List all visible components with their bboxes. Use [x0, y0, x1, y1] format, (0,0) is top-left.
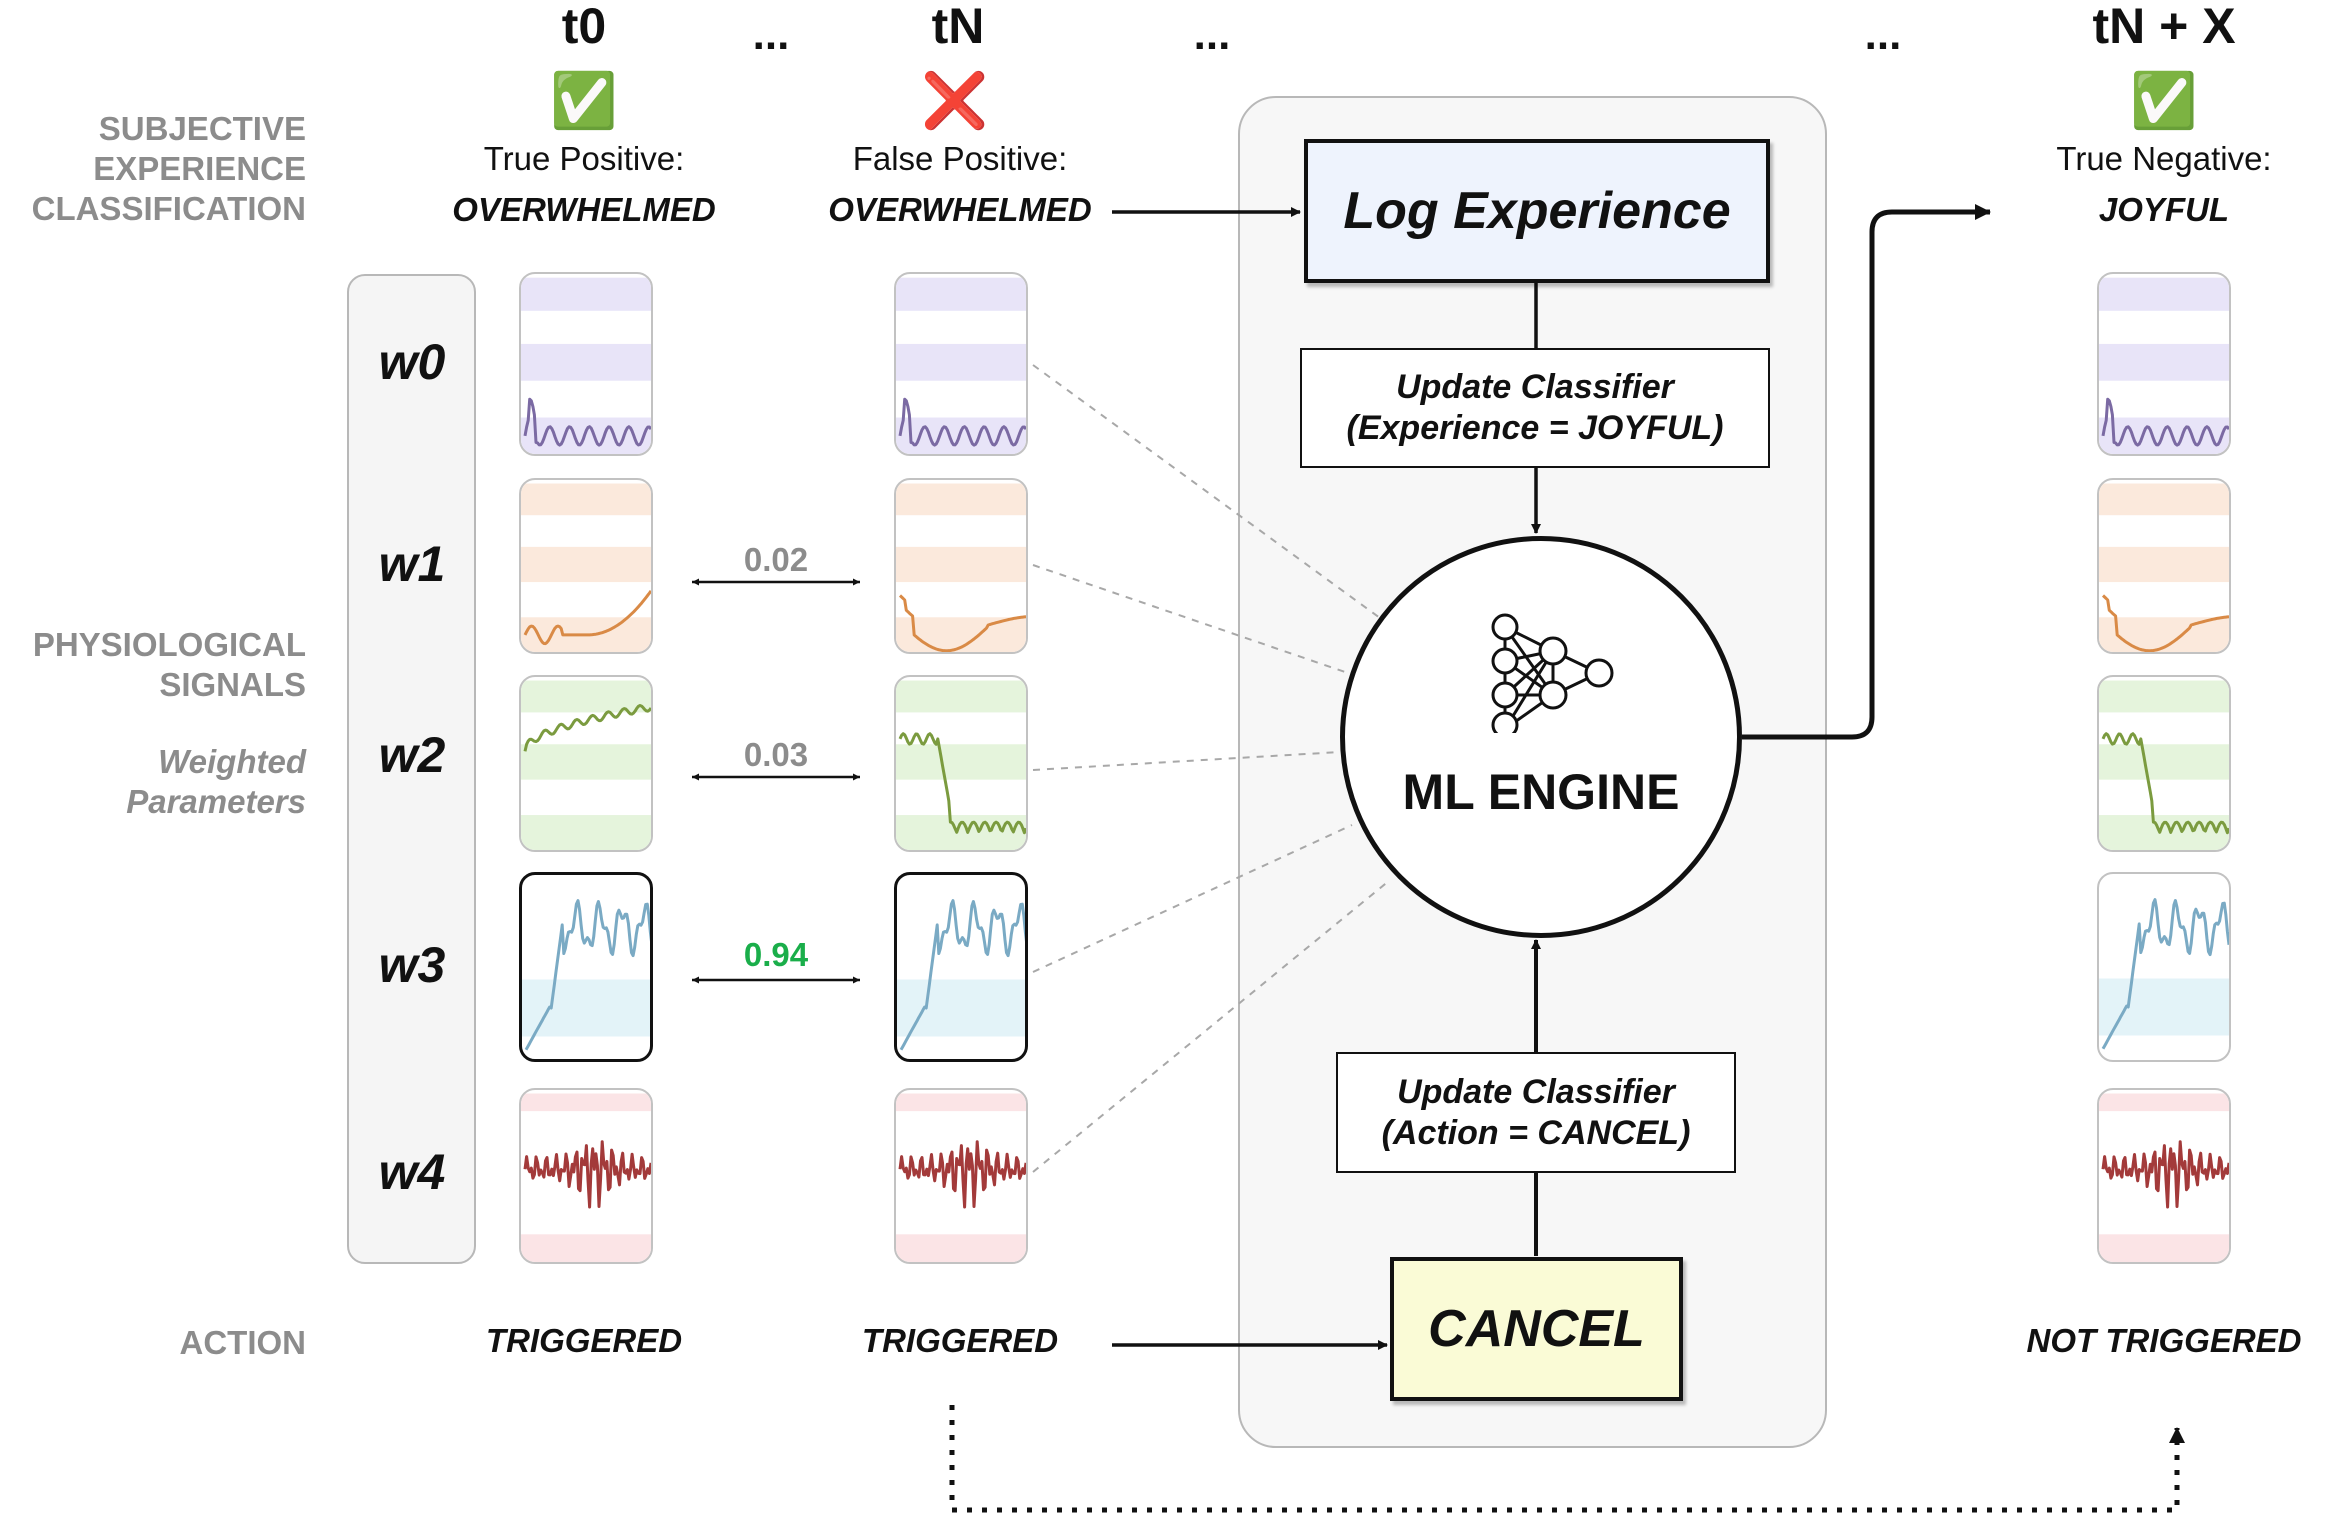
classification-value-t0: OVERWHELMED: [452, 191, 716, 228]
time-label-t0: t0: [561, 0, 607, 54]
log-experience-box: Log Experience: [1304, 139, 1770, 283]
neural-network-icon: [1491, 613, 1614, 733]
feedback-loop-arrow: [949, 1405, 2185, 1513]
row-label-action: ACTION: [179, 1324, 307, 1361]
update-classifier-action-line-1: Update Classifier: [1397, 1072, 1675, 1111]
signal-thumbnail-tNX-w4: [2097, 1088, 2231, 1264]
signal-thumbnail-tNX-w0: [2097, 272, 2231, 456]
signal-thumbnail-tN-w2: [894, 675, 1028, 852]
classification-label-tNX: True Negative:: [2056, 140, 2272, 177]
update-classifier-experience-line-2: (Experience = JOYFUL): [1346, 409, 1724, 447]
cross-icon: ❌: [921, 71, 989, 131]
signal-thumbnail-tN-w0: [894, 272, 1028, 456]
ml-engine-circle: ML ENGINE: [1340, 536, 1742, 938]
signal-thumbnail-tN-w4: [894, 1088, 1028, 1264]
ellipsis-1: ...: [752, 10, 790, 59]
signal-thumbnail-t0-w4: [519, 1088, 653, 1264]
update-classifier-experience-box: Update Classifier (Experience = JOYFUL): [1300, 348, 1770, 468]
row-label-physio-2: SIGNALS: [159, 666, 306, 703]
signal-thumbnail-tN-w1: [894, 478, 1028, 654]
ml-engine-label: ML ENGINE: [1402, 764, 1680, 820]
signal-thumbnail-tNX-w3: [2097, 872, 2231, 1062]
action-value-tNX: NOT TRIGGERED: [2026, 1322, 2302, 1359]
signal-thumbnail-tNX-w2: [2097, 675, 2231, 852]
weight-label-w3: w3: [378, 937, 446, 993]
update-classifier-experience-line-1: Update Classifier: [1396, 368, 1674, 407]
weight-label-w4: w4: [378, 1144, 446, 1200]
weight-panel: [347, 274, 476, 1264]
update-classifier-action-box: Update Classifier (Action = CANCEL): [1336, 1052, 1736, 1173]
row-label-physio-1: PHYSIOLOGICAL: [32, 626, 306, 663]
signal-thumbnail-t0-w3: [519, 872, 653, 1062]
check-icon: ✅: [2130, 71, 2198, 131]
classification-value-tN: OVERWHELMED: [828, 191, 1092, 228]
action-value-tN: TRIGGERED: [861, 1322, 1059, 1359]
update-classifier-action-line-2: (Action = CANCEL): [1381, 1113, 1691, 1152]
classification-label-t0: True Positive:: [483, 140, 685, 177]
ellipsis-2: ...: [1193, 10, 1231, 59]
weight-value-w3: 0.94: [743, 936, 809, 973]
row-label-weighted-1: Weighted: [158, 743, 306, 780]
time-label-tN: tN: [931, 0, 985, 54]
signal-thumbnail-tNX-w1: [2097, 478, 2231, 654]
row-label-subjective-3: CLASSIFICATION: [31, 190, 306, 227]
signal-thumbnail-tN-w3: [894, 872, 1028, 1062]
signal-link-lines: [1032, 364, 1391, 1173]
check-icon: ✅: [550, 71, 618, 131]
weight-label-w2: w2: [378, 727, 446, 783]
time-label-tNX: tN + X: [2092, 0, 2236, 54]
weight-value-w1: 0.02: [743, 541, 809, 578]
weight-value-w2: 0.03: [743, 736, 809, 773]
action-value-t0: TRIGGERED: [485, 1322, 683, 1359]
signal-thumbnail-t0-w1: [519, 478, 653, 654]
row-label-subjective-2: EXPERIENCE: [93, 150, 306, 187]
classification-label-tN: False Positive:: [852, 140, 1068, 177]
ellipsis-3: ...: [1864, 10, 1902, 59]
signal-thumbnail-t0-w0: [519, 272, 653, 456]
cancel-box: CANCEL: [1390, 1257, 1683, 1401]
signal-thumbnail-t0-w2: [519, 675, 653, 852]
arrow-engine-to-output: [1742, 204, 1991, 740]
row-label-weighted-2: Parameters: [126, 783, 306, 820]
classification-value-tNX: JOYFUL: [2098, 191, 2230, 228]
weight-label-w1: w1: [378, 536, 446, 592]
row-label-subjective-1: SUBJECTIVE: [98, 110, 306, 147]
weight-label-w0: w0: [378, 334, 446, 390]
